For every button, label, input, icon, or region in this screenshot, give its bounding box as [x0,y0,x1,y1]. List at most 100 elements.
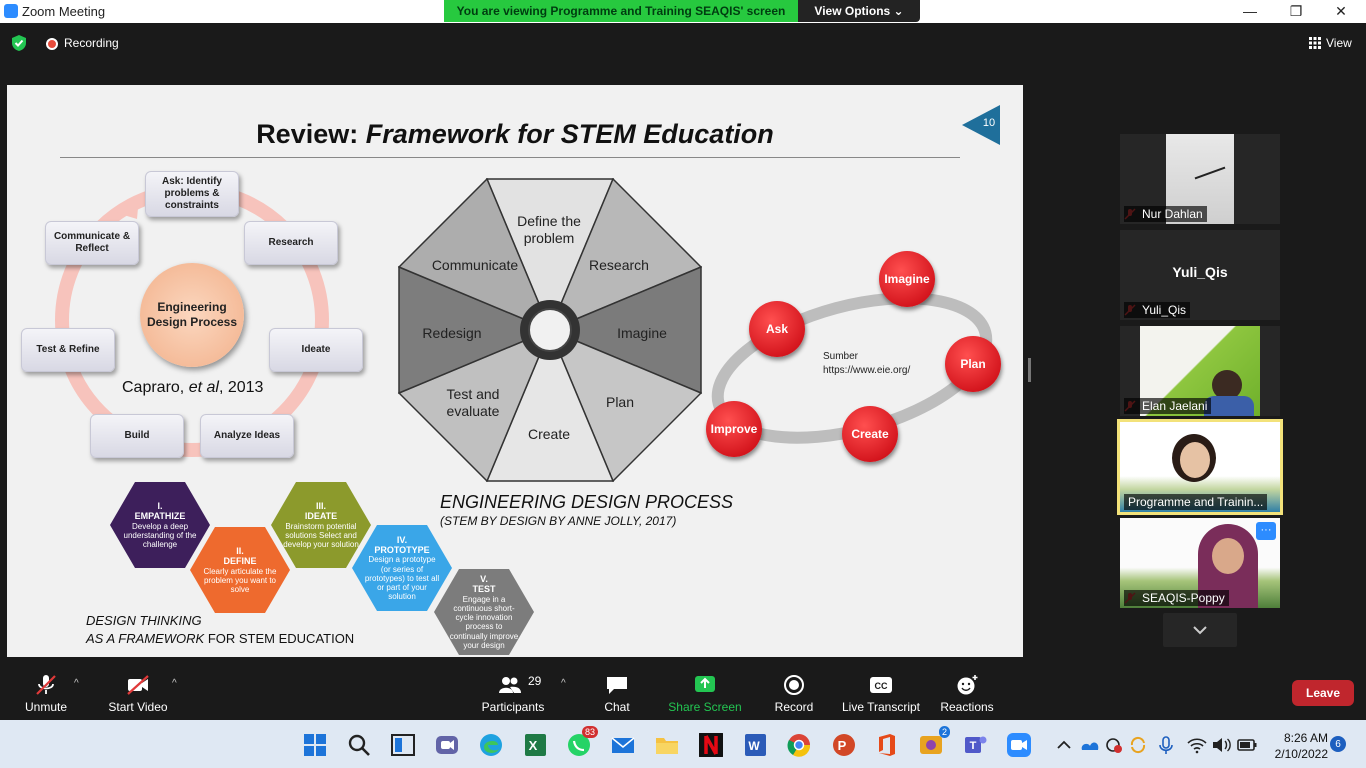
security-shield-icon[interactable] [10,34,28,52]
participants-icon [499,677,521,693]
task-view-icon[interactable] [390,732,416,758]
search-icon[interactable] [346,732,372,758]
capraro-citation: Capraro, et al, 2013 [122,379,264,396]
participant-tile-nur-dahlan[interactable]: Nur Dahlan [1120,134,1280,224]
participant-name: SEAQIS-Poppy [1124,590,1229,606]
edp-center-circle: Engineering Design Process [140,263,244,367]
participant-shirt [1204,396,1254,416]
participant-tile-seaqis-poppy[interactable]: ··· SEAQIS-Poppy [1120,518,1280,608]
microphone-tray-icon[interactable] [1156,732,1176,758]
segment-create: Create [527,426,571,442]
view-button[interactable]: View [1326,36,1352,50]
audio-options-caret[interactable]: ^ [74,678,79,689]
segment-communicate: Communicate [431,257,519,273]
participant-center-name: Yuli_Qis [1172,264,1228,280]
excel-icon[interactable]: X [522,732,548,758]
chat-bubble-icon [607,677,627,694]
chevron-down-icon [1193,626,1207,635]
slide-title: Review: Framework for STEM Education [256,119,774,149]
microphone-muted-icon [36,675,56,695]
teams-icon[interactable]: T [962,732,988,758]
chevron-up-icon[interactable] [1056,732,1072,758]
participant-tile-elan-jaelani[interactable]: Elan Jaelani [1120,326,1280,416]
clock-time: 8:26 AM [1283,731,1328,745]
participant-name: Programme and Trainin... [1124,494,1268,510]
splitter-handle[interactable] [1028,358,1031,382]
taskbar-clock[interactable]: 8:26 AM 2/10/2022 [1268,730,1328,762]
participants-button[interactable]: 29 Participants [481,674,545,714]
segment-test-evaluate: Test and evaluate [446,386,500,419]
segment-research: Research [589,257,649,273]
word-icon[interactable]: W [742,732,768,758]
dt-caption-line1: DESIGN THINKING [86,613,202,628]
participant-face [1212,538,1244,574]
video-options-caret[interactable]: ^ [172,678,177,689]
live-transcript-button[interactable]: CC Live Transcript [840,668,922,720]
eie-source-label: Sumber [823,351,859,362]
step-test-refine: Test & Refine [21,328,115,372]
grid-icon[interactable] [1309,37,1321,49]
smiley-plus-icon [957,675,978,695]
step-build: Build [90,414,184,458]
scroll-participants-down[interactable] [1163,613,1237,647]
close-button[interactable]: ✕ [1335,2,1347,19]
octagon-diagram [398,178,702,482]
unmute-button[interactable]: Unmute [16,668,76,720]
meeting-toolbar: Unmute ^ Start Video ^ 29 Participants ^… [0,668,1366,720]
windows-start-icon[interactable] [302,732,328,758]
powerpoint-icon[interactable]: P [830,732,856,758]
chrome-icon[interactable] [786,732,812,758]
whatsapp-logo-icon [568,734,590,756]
zoom-logo-icon [4,4,18,18]
office-icon[interactable] [874,732,900,758]
chat-button[interactable]: Chat [592,668,642,720]
svg-text:P: P [838,738,847,753]
view-options-button[interactable]: View Options ⌄ [798,0,920,22]
participants-options-caret[interactable]: ^ [561,678,566,689]
app-badge: 2 [938,726,950,738]
eie-node-ask: Ask [749,301,805,357]
participant-tile-yuli-qis[interactable]: Yuli_Qis Yuli_Qis [1120,230,1280,320]
netflix-icon[interactable] [698,732,724,758]
mail-icon[interactable] [610,732,636,758]
octagon-caption: ENGINEERING DESIGN PROCESS [440,492,734,512]
battery-icon[interactable] [1236,732,1258,758]
reactions-button[interactable]: Reactions [938,668,996,720]
network-status-icon[interactable] [1104,732,1124,758]
participant-tile-programme-training[interactable]: Programme and Trainin... [1117,419,1283,515]
eie-node-plan: Plan [945,336,1001,392]
participant-name: Elan Jaelani [1124,398,1212,414]
edge-browser-icon[interactable] [478,732,504,758]
share-screen-button[interactable]: Share Screen [668,668,742,720]
segment-define-problem: Define the problem [517,213,581,246]
teams-chat-icon[interactable] [434,732,460,758]
zoom-app-icon[interactable] [1006,732,1032,758]
snip-tool-icon[interactable]: 2 [918,726,950,758]
record-icon [784,675,804,695]
record-button[interactable]: Record [768,668,820,720]
more-options-button[interactable]: ··· [1256,522,1276,540]
file-explorer-icon[interactable] [654,732,680,758]
wifi-icon[interactable] [1186,732,1208,758]
sync-icon[interactable] [1128,732,1148,758]
minimize-button[interactable]: — [1243,3,1257,19]
recording-label[interactable]: Recording [64,36,119,50]
participant-name: Yuli_Qis [1124,302,1191,318]
recording-icon [46,38,58,50]
video-camera-off-icon [127,675,149,695]
svg-text:CC: CC [875,681,888,691]
step-communicate-reflect: Communicate & Reflect [45,221,139,265]
speaker-icon[interactable] [1210,732,1232,758]
step-ideate: Ideate [269,328,363,372]
segment-imagine: Imagine [617,325,667,341]
notification-count-badge[interactable]: 6 [1330,736,1346,752]
windows-taskbar: X 83 W P 2 T [0,720,1366,768]
start-video-button[interactable]: Start Video [104,668,172,720]
maximize-button[interactable]: ❐ [1289,2,1303,19]
onedrive-icon[interactable] [1080,732,1100,758]
leave-button[interactable]: Leave [1292,680,1354,706]
whatsapp-icon[interactable]: 83 [566,726,598,758]
